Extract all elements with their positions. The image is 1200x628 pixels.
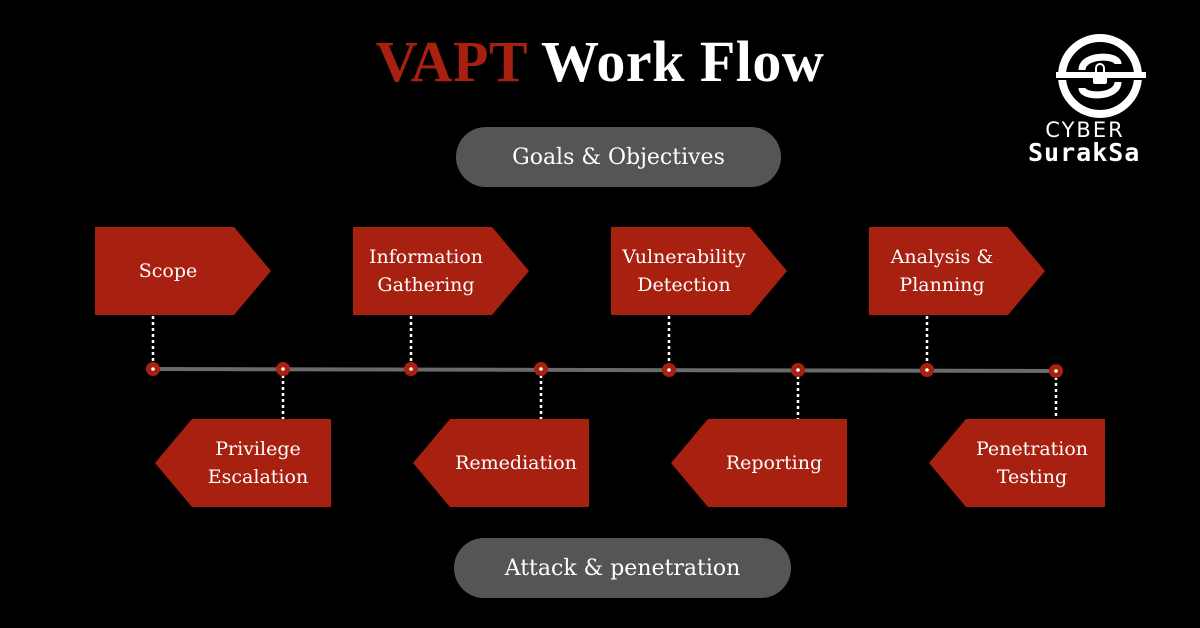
step-penetration-testing: Penetration Testing [929, 419, 1105, 507]
step-label: Analysis & Planning [890, 246, 994, 296]
title-rest: Work Flow [527, 29, 825, 94]
step-label: Penetration Testing [975, 438, 1089, 488]
timeline-line [152, 367, 1057, 373]
step-remediation: Remediation [413, 419, 589, 507]
step-label: Remediation [455, 452, 577, 474]
step-analysis-planning: Analysis & Planning [869, 227, 1045, 315]
step-vulnerability-detection: Vulnerability Detection [611, 227, 787, 315]
cyber-suraksa-logo-icon [1054, 34, 1146, 118]
step-label: Scope [138, 260, 198, 282]
logo-text-suraksa: SurakSa [1028, 138, 1141, 167]
connector-lines [151, 316, 1058, 419]
attack-penetration-pill: Attack & penetration [454, 538, 791, 598]
page-title: VAPT Work Flow [0, 28, 1200, 95]
step-label: Reporting [725, 452, 823, 474]
step-scope: Scope [95, 227, 271, 315]
step-label: Information Gathering [368, 246, 484, 296]
title-accent: VAPT [375, 29, 528, 94]
logo-text-cyber: CYBER [1045, 118, 1125, 142]
goals-objectives-pill: Goals & Objectives [456, 127, 781, 187]
step-label: Privilege Escalation [207, 438, 309, 488]
step-label: Vulnerability Detection [622, 246, 746, 296]
step-privilege-escalation: Privilege Escalation [155, 419, 331, 507]
step-reporting: Reporting [671, 419, 847, 507]
step-information-gathering: Information Gathering [353, 227, 529, 315]
